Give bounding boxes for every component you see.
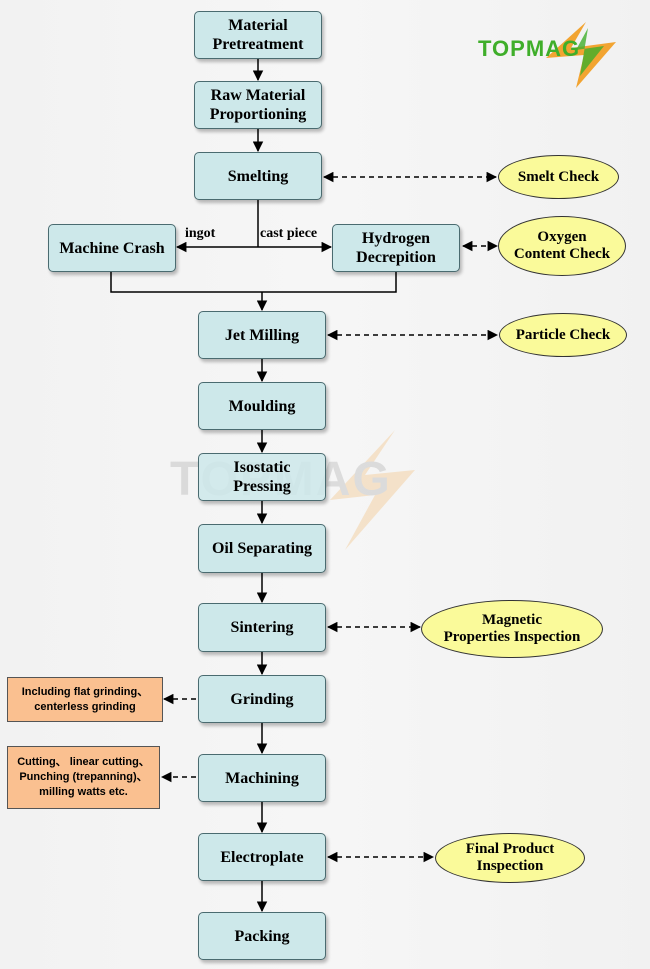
note-grinding: Including flat grinding、 centerless grin… xyxy=(7,677,163,722)
step-oil-separating: Oil Separating xyxy=(198,524,326,573)
step-machine-crash: Machine Crash xyxy=(48,224,176,272)
step-moulding: Moulding xyxy=(198,382,326,430)
step-electroplate: Electroplate xyxy=(198,833,326,881)
line-merge xyxy=(110,271,397,293)
step-grinding: Grinding xyxy=(198,675,326,723)
check-particle: Particle Check xyxy=(499,313,627,357)
check-smelt: Smelt Check xyxy=(498,155,619,199)
branch-label-cast-piece: cast piece xyxy=(260,226,318,241)
logo-text: TOPMAG xyxy=(478,36,580,61)
topmag-logo: TOPMAG xyxy=(478,22,616,88)
step-sintering: Sintering xyxy=(198,603,326,652)
step-machining: Machining xyxy=(198,754,326,802)
step-jet-milling: Jet Milling xyxy=(198,311,326,359)
note-machining: Cutting、 linear cutting、 Punching (trepa… xyxy=(7,746,160,809)
step-isostatic-pressing: Isostatic Pressing xyxy=(198,453,326,501)
check-magnetic-properties: Magnetic Properties Inspection xyxy=(421,600,603,658)
branch-label-ingot: ingot xyxy=(185,226,216,241)
step-hydrogen-decrepition: Hydrogen Decrepition xyxy=(332,224,460,272)
check-oxygen-content: Oxygen Content Check xyxy=(498,216,626,276)
step-packing: Packing xyxy=(198,912,326,960)
step-smelting: Smelting xyxy=(194,152,322,200)
check-final-product: Final Product Inspection xyxy=(435,833,585,883)
step-raw-material-proportioning: Raw Material Proportioning xyxy=(194,81,322,129)
step-material-pretreatment: Material Pretreatment xyxy=(194,11,322,59)
